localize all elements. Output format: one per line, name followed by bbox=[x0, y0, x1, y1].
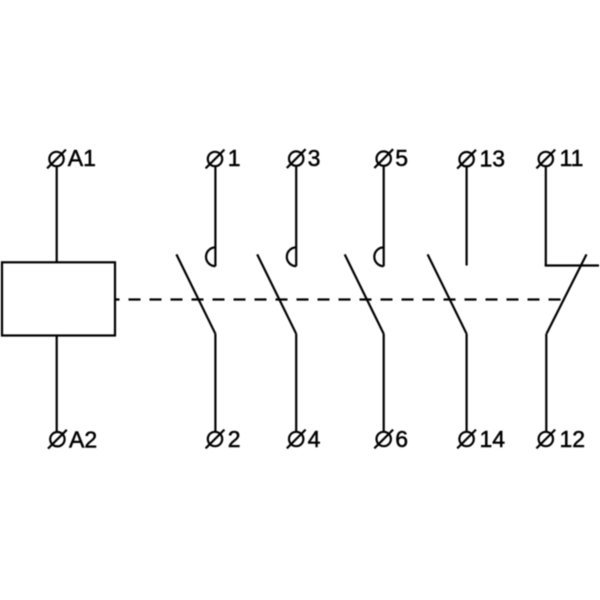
svg-text:A2: A2 bbox=[69, 426, 97, 452]
svg-text:6: 6 bbox=[395, 426, 408, 452]
svg-text:A1: A1 bbox=[68, 145, 96, 171]
svg-text:2: 2 bbox=[228, 426, 241, 452]
svg-text:13: 13 bbox=[480, 145, 506, 171]
svg-text:5: 5 bbox=[395, 145, 408, 171]
svg-text:11: 11 bbox=[560, 145, 584, 171]
svg-text:4: 4 bbox=[308, 426, 321, 452]
svg-text:3: 3 bbox=[308, 145, 321, 171]
svg-text:14: 14 bbox=[480, 426, 506, 452]
svg-text:12: 12 bbox=[560, 426, 586, 452]
svg-text:1: 1 bbox=[228, 145, 241, 171]
